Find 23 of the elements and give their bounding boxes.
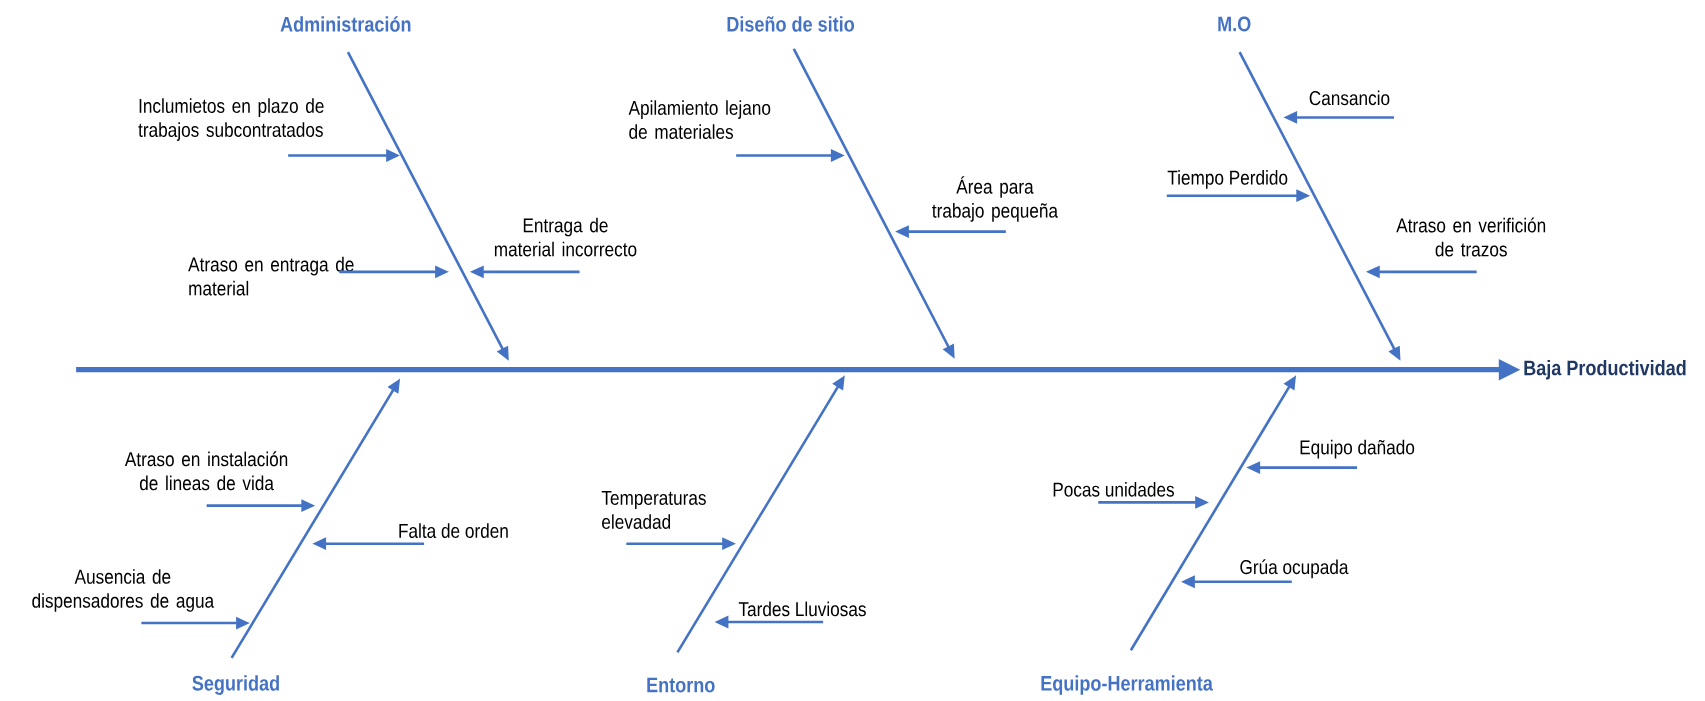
category-label: Entorno (647, 677, 715, 693)
cause-label: Atraso en verifición de trazos (1396, 217, 1546, 257)
cause-label: Apilamiento lejano de materiales (628, 100, 771, 139)
cause-label: Falta de orden (399, 523, 508, 538)
cause-label: Atraso en instalación de lineas de vida (124, 451, 288, 491)
cause-label: Ausencia de dispensadores de agua (32, 568, 215, 612)
category-label: Diseño de sitio (727, 16, 855, 32)
effect-label: Baja Productividad (1524, 359, 1686, 380)
cause-label: Tardes Lluviosas (738, 601, 866, 617)
cause-label: Equipo dañado (1300, 439, 1415, 459)
cause-label: Inclumietos en plazo de trabajos subcontratados (138, 98, 324, 141)
cause-label: Área para trabajo pequeña (932, 176, 1059, 222)
category-label: M.O (1218, 16, 1251, 32)
category-label: Administración (280, 15, 411, 32)
cause-label: Cansancio (1309, 90, 1390, 106)
cause-label: Grúa ocupada (1240, 559, 1349, 578)
cause-label: Entraga de material incorrecto (494, 217, 637, 257)
category-label: Seguridad (192, 675, 279, 695)
cause-label: Pocas unidades (1053, 481, 1174, 497)
category-label: Equipo-Herramienta (1041, 675, 1213, 695)
cause-label: Temperaturas elevadad (601, 490, 706, 529)
cause-label: Atraso en entraga de material (188, 256, 354, 296)
cause-label: Tiempo Perdido (1167, 169, 1288, 189)
